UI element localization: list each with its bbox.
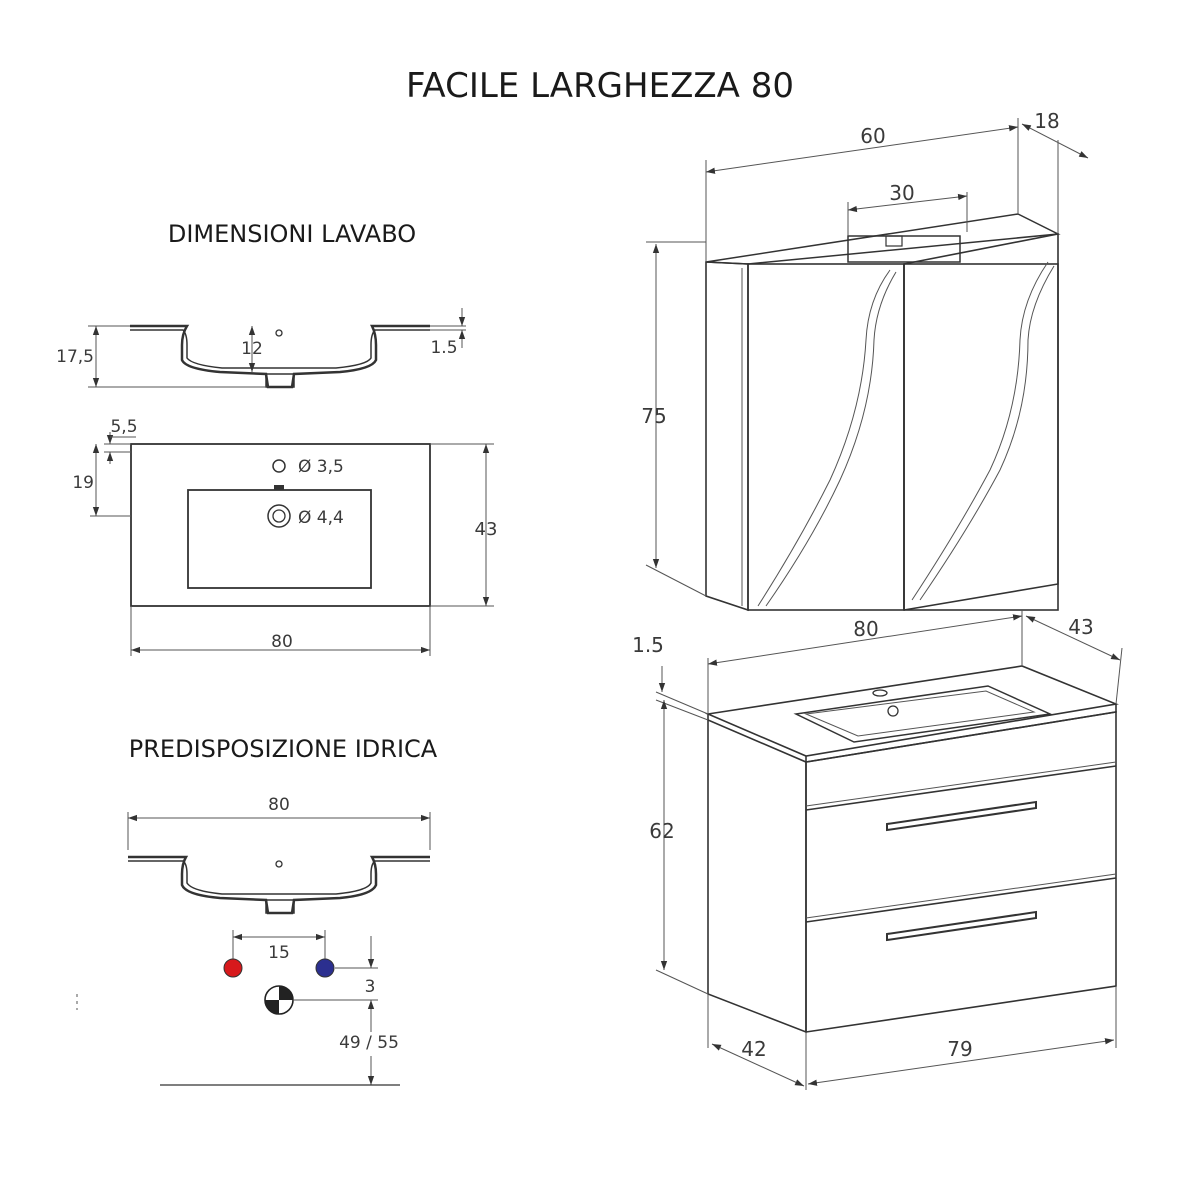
pipe-spacing-label: 15 xyxy=(268,943,290,963)
tap-offset-label: 19 xyxy=(72,473,94,493)
mirror-cabinet: 60 18 30 75 xyxy=(641,109,1089,612)
vanity-basin-bowl xyxy=(793,685,1053,743)
cabinet-depth-label: 42 xyxy=(741,1037,766,1061)
vanity-unit: 80 43 1.5 62 42 79 xyxy=(632,610,1123,1090)
hot-water-inlet-icon xyxy=(223,958,243,978)
drain-offset-label: 3 xyxy=(365,977,376,997)
cold-water-inlet-icon xyxy=(315,958,335,978)
plumbing-width-label: 80 xyxy=(268,795,290,815)
cabinet-lamp xyxy=(847,235,961,263)
basin-height-label: 17,5 xyxy=(56,347,94,367)
plumbing-view: 80 15 3 49 / 55 xyxy=(76,795,431,1086)
vanity-top-depth-label: 43 xyxy=(1068,615,1093,639)
cabinet-width-label: 79 xyxy=(947,1037,972,1061)
basin-width-label: 80 xyxy=(271,632,293,652)
rim-thickness-label: 1.5 xyxy=(430,338,457,358)
mirror-width-label: 60 xyxy=(860,124,885,148)
drain-outlet-icon xyxy=(264,985,294,1015)
offset-small-label: 5,5 xyxy=(110,417,137,437)
mirror-depth-label: 18 xyxy=(1034,109,1059,133)
vanity-top-thickness-label: 1.5 xyxy=(632,633,664,657)
vanity-height-label: 62 xyxy=(649,819,674,843)
drain-height-label: 49 / 55 xyxy=(339,1033,399,1053)
mirror-height-label: 75 xyxy=(641,404,666,428)
basin-dimensions-heading: DIMENSIONI LAVABO xyxy=(168,220,416,248)
basin-top-view: Ø 3,5 Ø 4,4 5,5 19 43 80 xyxy=(72,417,497,656)
drawer-handle-top xyxy=(886,800,1037,832)
drain-hole-icon xyxy=(267,504,291,528)
plumbing-heading: PREDISPOSIZIONE IDRICA xyxy=(129,735,438,763)
drain-hole-label: Ø 4,4 xyxy=(298,508,344,528)
drawer-handle-bottom xyxy=(886,910,1037,942)
lamp-width-label: 30 xyxy=(889,181,914,205)
bowl-depth-label: 12 xyxy=(241,339,263,359)
vanity-top-width-label: 80 xyxy=(853,617,878,641)
page-title: FACILE LARGHEZZA 80 xyxy=(406,66,794,106)
tap-hole-icon xyxy=(272,459,286,473)
basin-depth-label: 43 xyxy=(475,519,498,540)
tap-hole-label: Ø 3,5 xyxy=(298,457,344,477)
overflow-hole xyxy=(275,329,283,337)
basin-section-view: 17,5 12 1.5 xyxy=(56,308,466,389)
